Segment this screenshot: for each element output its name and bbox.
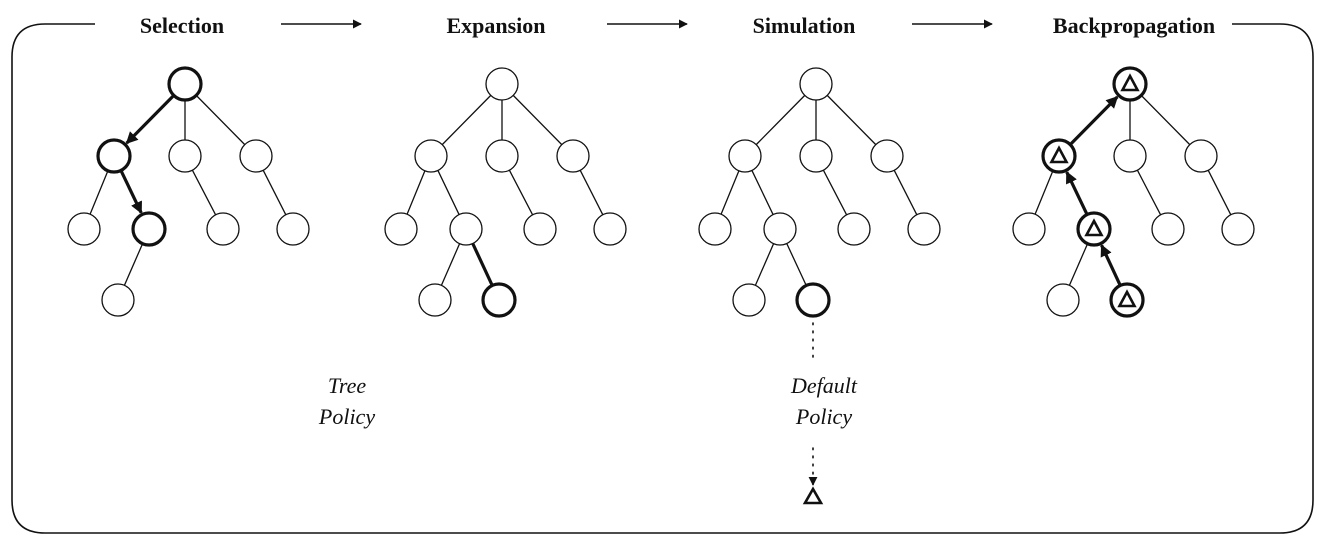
tree-node — [870, 139, 904, 173]
tree-edge — [123, 243, 144, 286]
tree-node — [96, 138, 132, 174]
tree-edge — [406, 170, 426, 215]
tree-edge — [1140, 94, 1191, 146]
tree-edge — [508, 169, 534, 216]
tree-edge — [512, 94, 563, 146]
tree-node — [1109, 282, 1145, 318]
tree-simulation — [698, 67, 941, 318]
default-policy-label-line1: Default — [790, 373, 858, 398]
value-triangle-icon — [1117, 289, 1137, 308]
tree-node — [593, 212, 627, 246]
tree-edge — [751, 170, 774, 215]
tree-edge — [720, 170, 740, 215]
tree-node — [763, 212, 797, 246]
tree-node — [168, 139, 202, 173]
tree-node — [1113, 139, 1147, 173]
tree-node — [167, 66, 203, 102]
tree-node — [837, 212, 871, 246]
tree-edge — [1068, 243, 1089, 286]
tree-edge — [471, 242, 494, 287]
tree-backpropagation — [1012, 66, 1255, 318]
stage-title-expansion: Expansion — [446, 13, 545, 38]
tree-node — [485, 67, 519, 101]
tree-node — [799, 139, 833, 173]
tree-edge — [89, 170, 109, 215]
tree-node — [276, 212, 310, 246]
tree-node — [131, 211, 167, 247]
tree-node — [1046, 283, 1080, 317]
tree-node — [67, 212, 101, 246]
tree-arrow-edge — [1069, 95, 1119, 146]
tree-edge — [754, 243, 775, 286]
trees — [67, 66, 1255, 318]
tree-node — [1221, 212, 1255, 246]
tree-node — [1112, 66, 1148, 102]
tree-edge — [437, 170, 460, 215]
stage-title-simulation: Simulation — [753, 13, 856, 38]
tree-edge — [579, 169, 604, 216]
tree-arrow-edge — [1100, 244, 1122, 286]
stage-title-selection: Selection — [140, 13, 224, 38]
tree-node — [418, 283, 452, 317]
tree-selection — [67, 66, 310, 317]
value-triangle-icon — [1084, 218, 1104, 237]
outer-frame — [11, 23, 1314, 534]
tree-node — [206, 212, 240, 246]
tree-edge — [822, 169, 848, 216]
tree-node — [556, 139, 590, 173]
tree-node — [523, 212, 557, 246]
tree-node — [481, 282, 517, 318]
tree-node — [1151, 212, 1185, 246]
tree-node — [728, 139, 762, 173]
tree-node — [239, 139, 273, 173]
tree-edge — [440, 243, 461, 286]
tree-node — [732, 283, 766, 317]
tree-node — [1076, 211, 1112, 247]
tree-edge — [786, 243, 807, 286]
tree-arrow-edge — [1065, 171, 1089, 215]
tree-node — [414, 139, 448, 173]
tree-policy-label-line1: Tree — [328, 373, 367, 398]
tree-expansion — [384, 67, 627, 318]
tree-arrow-edge — [119, 170, 143, 214]
tree-node — [795, 282, 831, 318]
terminal-value-triangle-icon — [802, 486, 824, 505]
tree-node — [799, 67, 833, 101]
tree-node — [1041, 138, 1077, 174]
tree-edge — [441, 94, 492, 146]
tree-node — [1012, 212, 1046, 246]
stage-title-backpropagation: Backpropagation — [1053, 13, 1215, 38]
value-triangle-icon — [1120, 73, 1140, 92]
tree-node — [907, 212, 941, 246]
tree-node — [485, 139, 519, 173]
tree-edge — [1207, 169, 1232, 216]
tree-arrow-edge — [125, 94, 175, 145]
tree-edge — [191, 169, 217, 216]
value-triangle-icon — [1049, 145, 1069, 164]
tree-edge — [1034, 170, 1054, 215]
tree-node — [384, 212, 418, 246]
tree-policy-label-line2: Policy — [318, 404, 375, 429]
tree-edge — [893, 169, 918, 216]
tree-edge — [755, 94, 806, 146]
default-policy-label-line2: Policy — [795, 404, 852, 429]
tree-node — [1184, 139, 1218, 173]
tree-edge — [262, 169, 287, 216]
tree-node — [698, 212, 732, 246]
tree-edge — [826, 94, 877, 146]
tree-node — [449, 212, 483, 246]
tree-edge — [1136, 169, 1162, 216]
tree-edge — [195, 94, 246, 146]
tree-node — [101, 283, 135, 317]
